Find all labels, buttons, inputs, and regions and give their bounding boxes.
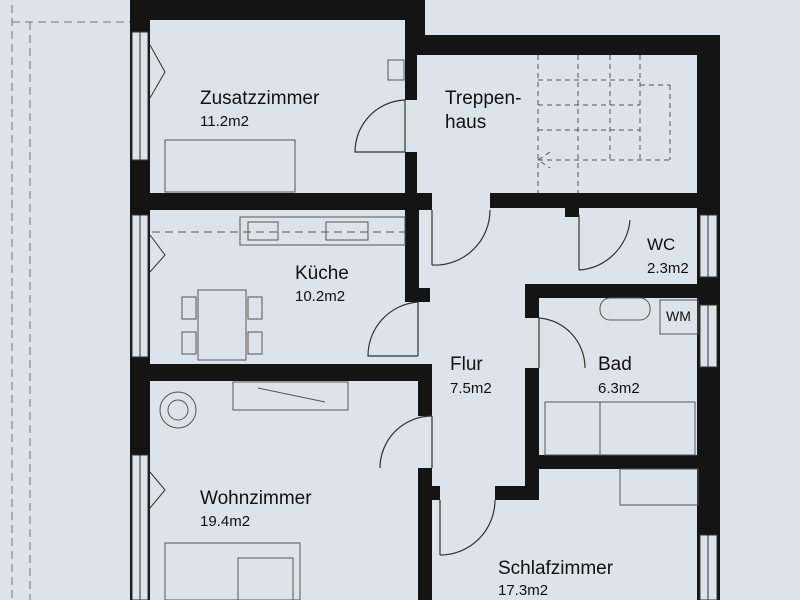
wall-bad-left [525,284,539,318]
room-area-wc: 2.3m2 [647,260,689,277]
outer-wall-top-left [130,0,425,20]
balcony-outline [11,5,130,600]
window-sash-marks [149,44,166,509]
walls [130,0,720,600]
wall-wc-left [565,200,579,217]
wall-wohn-right-upper [418,364,432,416]
bed-zusatz [164,139,296,193]
wall-bad-left-lower [525,368,539,500]
door-kueche [367,301,419,357]
furniture [152,59,699,600]
wardrobe-schlaf [619,468,699,506]
door-wohn [379,415,433,469]
wall-zusatz-right-lower [405,152,417,202]
washing-machine [659,299,699,335]
room-name-kueche: Küche [295,263,349,284]
room-area-wohnzimmer: 19.4m2 [200,513,251,530]
door-wc [578,215,631,271]
room-name-zusatzzimmer: Zusatzzimmer [200,88,320,109]
room-area-kueche: 10.2m2 [295,288,346,305]
wall-kueche-right-stub [405,288,430,302]
wall-bad-bottom [525,455,720,469]
door-schlaf [439,499,496,556]
room-area-flur: 7.5m2 [450,380,492,397]
room-name-wc: WC [647,235,676,254]
room-name-flur: Flur [450,354,483,375]
sofa-wohn [164,542,301,600]
room-name-treppenhaus-line2: haus [445,112,487,133]
door-stair [431,209,491,266]
wall-wohn-right-lower [418,468,432,600]
outer-wall-top-stair [405,35,720,55]
room-area-bad: 6.3m2 [598,380,640,397]
wall-zusatz-right-upper [405,35,417,100]
wall-kueche-wohn [130,364,432,381]
room-name-wohnzimmer: Wohnzimmer [200,488,312,509]
room-name-treppenhaus-line1: Treppen- [445,88,522,109]
sideboard-wohn [232,381,349,411]
wall-zusatz-kueche [130,193,432,210]
wall-wohn-right-stub [418,486,440,500]
washbasin-bad [599,297,651,321]
dining-table [197,289,247,361]
staircase [537,55,671,193]
washing-machine-label: WM [666,308,691,324]
door-swings [354,99,631,556]
room-area-schlafzimmer: 17.3m2 [498,582,549,599]
wall-flur-bottom [495,486,539,500]
windows [131,31,718,600]
wall-kueche-right [405,200,419,300]
room-name-bad: Bad [598,354,632,375]
room-name-schlafzimmer: Schlafzimmer [498,558,614,579]
room-area-zusatzzimmer: 11.2m2 [200,113,249,130]
bathtub [544,401,696,456]
sink-zusatz [387,59,405,81]
stove-wohn [159,391,197,429]
door-zusatz [354,99,406,153]
wall-stair-bottom [490,193,720,208]
wall-wc-bottom [525,284,720,298]
door-bad [538,317,586,369]
kitchen-counter [239,216,406,246]
